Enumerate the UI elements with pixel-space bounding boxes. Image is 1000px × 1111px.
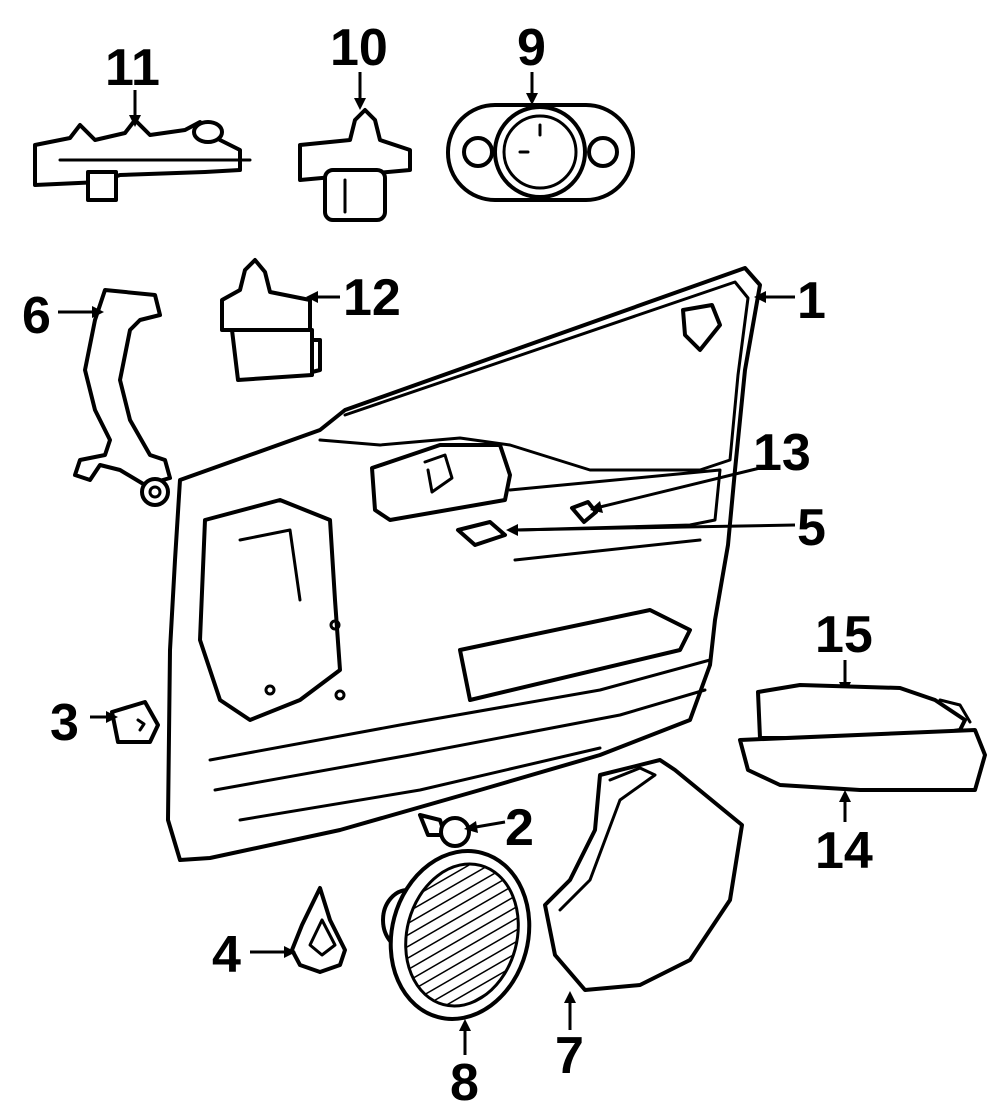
- part-6-bracket: [73, 288, 172, 507]
- arrow-1: [754, 291, 766, 303]
- callout-4: 4: [212, 926, 241, 984]
- part-3-clip: [110, 700, 160, 744]
- part-2-push-pin: [418, 813, 471, 848]
- leader-13: [595, 466, 761, 510]
- part-13-clip: [570, 500, 598, 524]
- arrow-8: [459, 1019, 471, 1031]
- leader-5: [511, 523, 796, 532]
- part-9-speaker-cover: [446, 103, 635, 202]
- arrow-12: [306, 291, 318, 303]
- arrow-2: [464, 821, 478, 833]
- arrow-13: [590, 501, 603, 513]
- arrow-4: [284, 946, 296, 958]
- callout-5: 5: [797, 499, 826, 557]
- part-14-lamp-housing: [738, 683, 987, 792]
- callout-7: 7: [555, 1027, 584, 1085]
- arrow-10: [354, 98, 366, 110]
- arrow-3: [106, 711, 118, 723]
- callout-14: 14: [815, 822, 873, 880]
- callout-13: 13: [753, 424, 811, 482]
- callout-9: 9: [517, 19, 546, 77]
- part-11-switch-bezel: [33, 118, 252, 202]
- part-5-handle-bezel: [456, 520, 507, 547]
- part-12-courtesy-lamp: [220, 258, 322, 382]
- arrow-9: [526, 93, 538, 105]
- arrow-6: [92, 306, 104, 318]
- callout-6: 6: [22, 287, 51, 345]
- arrow-5: [506, 524, 518, 536]
- part-10-lamp-socket: [298, 108, 412, 222]
- callout-1: 1: [797, 272, 826, 330]
- arrow-7: [564, 991, 576, 1003]
- callout-3: 3: [50, 694, 79, 752]
- callout-11: 11: [105, 39, 160, 97]
- arrow-11: [129, 115, 141, 127]
- part-1-door-trim-panel: [166, 266, 762, 862]
- callout-8: 8: [450, 1054, 479, 1111]
- part-8-speaker: [381, 849, 532, 1021]
- callout-2: 2: [505, 799, 534, 857]
- part-7-trim-cover: [543, 758, 744, 992]
- arrow-14: [839, 790, 851, 802]
- callout-10: 10: [330, 19, 388, 77]
- callout-15: 15: [815, 606, 873, 664]
- callout-12: 12: [343, 269, 401, 327]
- part-4-retainer-clip: [290, 886, 347, 974]
